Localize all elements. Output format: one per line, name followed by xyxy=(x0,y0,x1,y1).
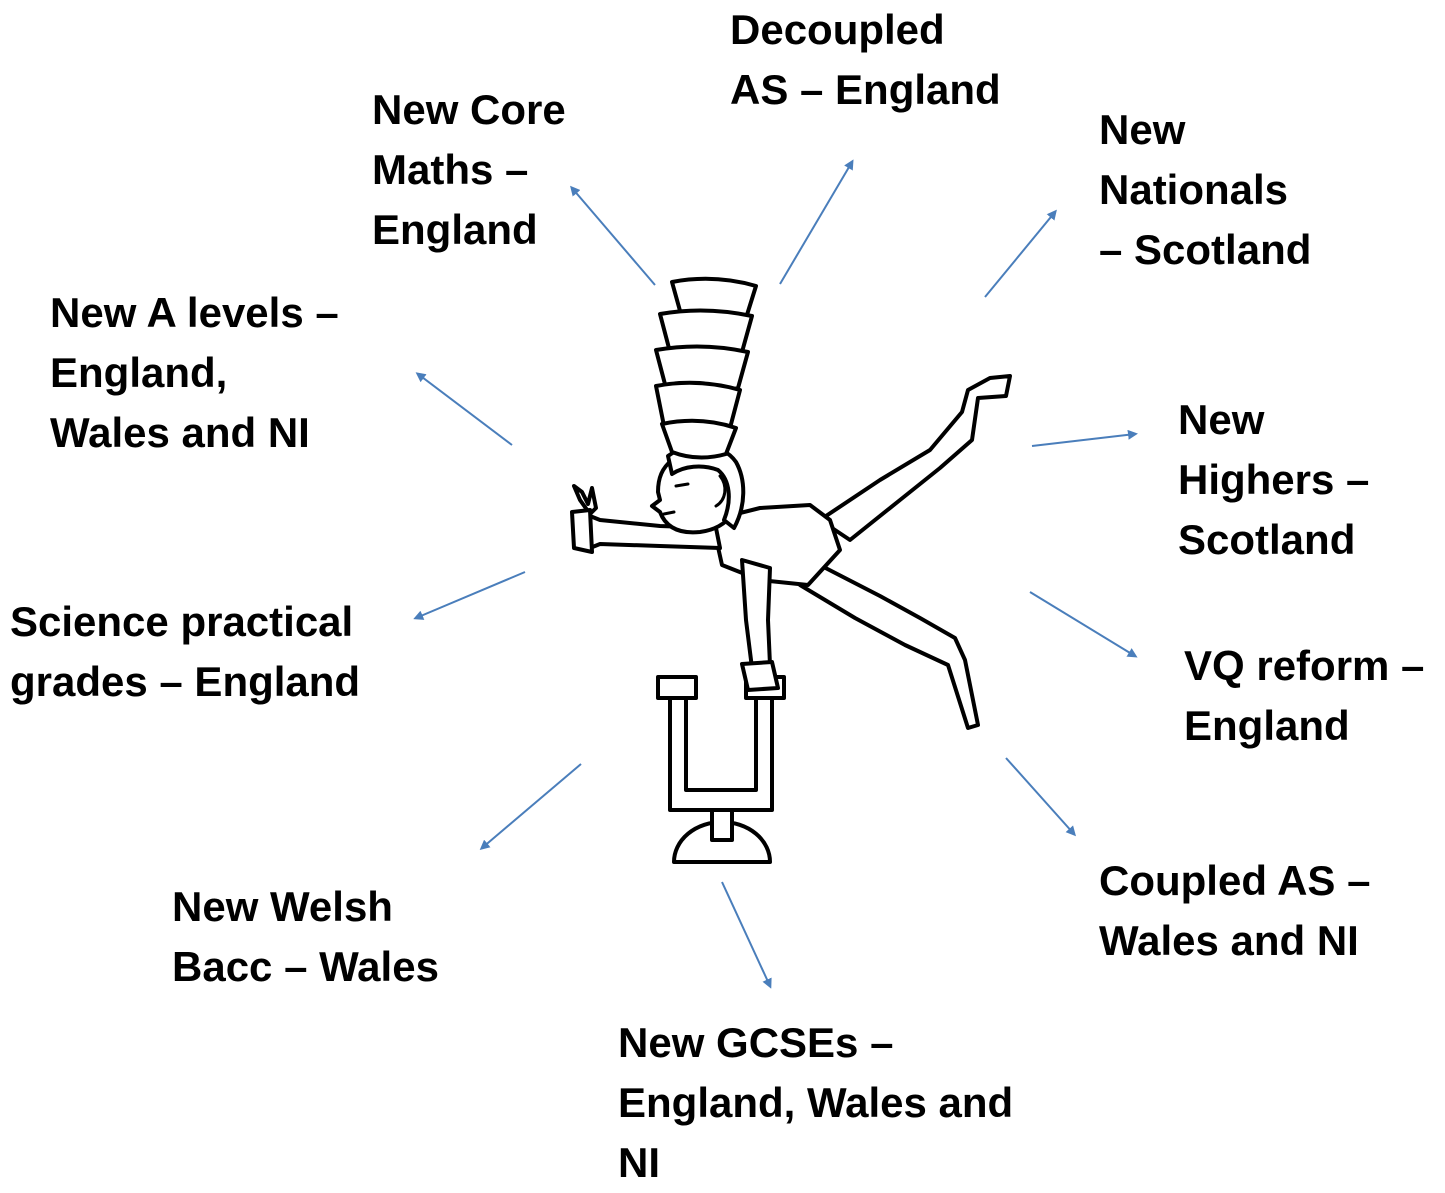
label-line: Wales and NI xyxy=(50,409,310,456)
label-line: – Scotland xyxy=(1099,226,1312,273)
arrow-gcses xyxy=(721,881,772,989)
acrobat-hand xyxy=(740,660,780,692)
label-line: Decoupled xyxy=(730,6,945,53)
label-science-practical: Science practical grades – England xyxy=(10,592,360,712)
arrow-welsh-bacc xyxy=(479,763,582,850)
label-line: New GCSEs – xyxy=(618,1019,894,1066)
label-line: Bacc – Wales xyxy=(172,943,439,990)
acrobat-eye xyxy=(674,482,690,488)
label-nationals: New Nationals – Scotland xyxy=(1099,100,1311,280)
label-line: grades – England xyxy=(10,658,361,705)
label-line: England, xyxy=(50,349,228,396)
label-line: Nationals xyxy=(1099,166,1289,213)
arrow-science-practical xyxy=(413,571,526,620)
label-line: NI xyxy=(618,1139,660,1186)
arrow-a-levels xyxy=(415,372,513,446)
acrobat-mouth xyxy=(662,510,676,516)
label-line: AS – England xyxy=(730,66,1001,113)
acrobat-raised-leg xyxy=(818,374,1012,542)
label-line: Coupled AS – xyxy=(1099,857,1371,904)
stand-left-cap xyxy=(656,675,698,700)
label-welsh-bacc: New Welsh Bacc – Wales xyxy=(172,877,439,997)
arrow-vq-reform xyxy=(1029,591,1138,658)
label-a-levels: New A levels – England, Wales and NI xyxy=(50,283,339,463)
label-line: England xyxy=(372,206,538,253)
label-line: Science practical xyxy=(10,598,354,645)
label-line: Scotland xyxy=(1178,516,1356,563)
label-line: New Core xyxy=(372,86,566,133)
acrobat-fingers xyxy=(572,484,598,516)
label-line: England xyxy=(1184,702,1350,749)
bowl-5 xyxy=(660,418,738,460)
label-line: New A levels – xyxy=(50,289,339,336)
label-line: England, Wales and xyxy=(618,1079,1014,1126)
arrow-highers xyxy=(1031,429,1138,447)
label-line: Wales and NI xyxy=(1099,917,1359,964)
label-decoupled-as: Decoupled AS – England xyxy=(730,0,1001,120)
label-line: New xyxy=(1099,106,1186,153)
arrow-decoupled-as xyxy=(779,159,854,285)
label-coupled-as: Coupled AS – Wales and NI xyxy=(1099,851,1370,971)
arrow-core-maths xyxy=(570,185,656,286)
label-gcses: New GCSEs – England, Wales and NI xyxy=(618,1013,1013,1193)
arrow-coupled-as xyxy=(1005,757,1077,837)
label-line: Maths – xyxy=(372,146,529,193)
label-vq-reform: VQ reform – England xyxy=(1184,636,1424,756)
label-line: VQ reform – xyxy=(1184,642,1425,689)
arrow-nationals xyxy=(984,209,1057,298)
label-highers: New Highers – Scotland xyxy=(1178,390,1369,570)
label-core-maths: New Core Maths – England xyxy=(372,80,566,260)
label-line: Highers – xyxy=(1178,456,1370,503)
acrobat-ear xyxy=(714,474,727,508)
label-line: New xyxy=(1178,396,1265,443)
acrobat-back-leg xyxy=(798,558,980,730)
label-line: New Welsh xyxy=(172,883,393,930)
acrobat-palm xyxy=(570,508,594,554)
